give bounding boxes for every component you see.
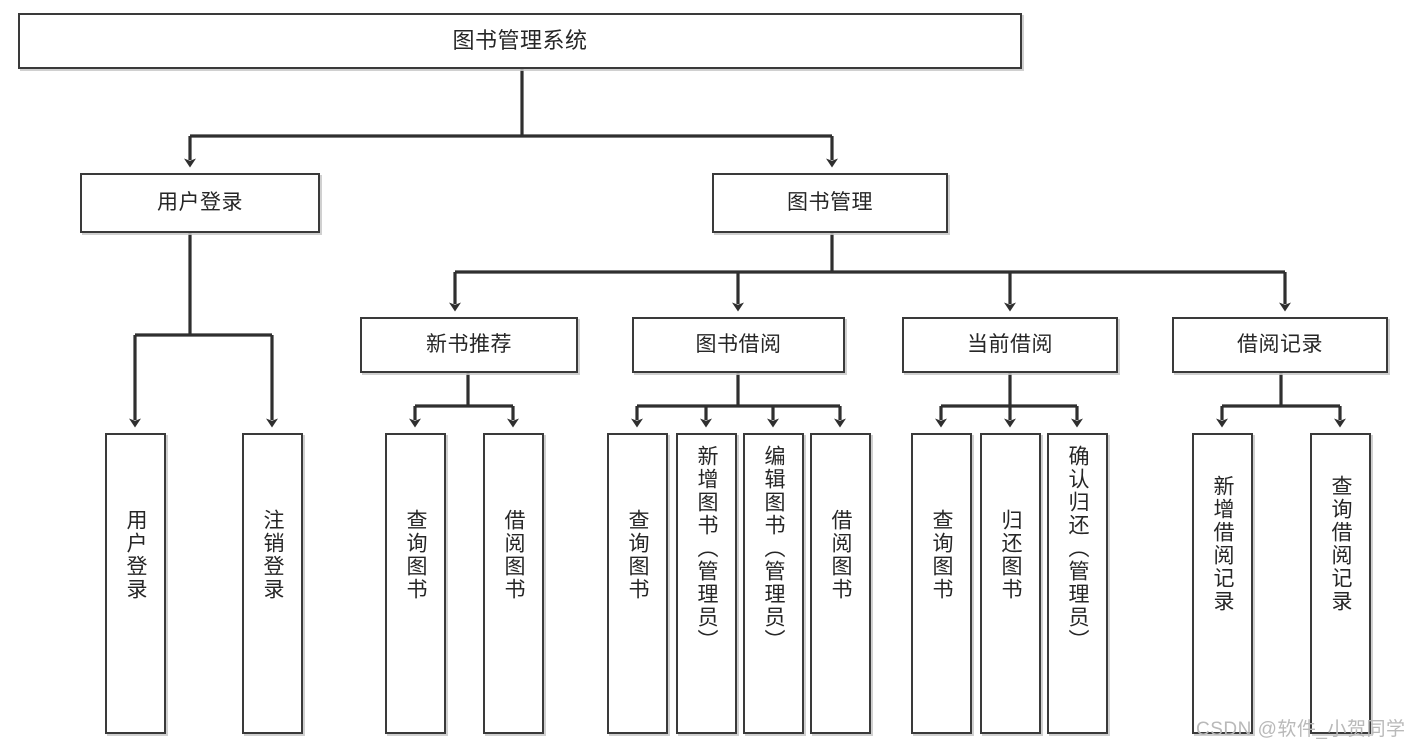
node-leaf-query-book-rec[interactable]: 查询图书 bbox=[385, 433, 446, 734]
node-leaf-borrow-book-label: 借阅图书 bbox=[829, 509, 852, 601]
node-leaf-user-login[interactable]: 用户登录 bbox=[105, 433, 166, 734]
node-borrow-record-label: 借阅记录 bbox=[1237, 333, 1323, 357]
node-leaf-add-record-label: 新增借阅记录 bbox=[1211, 475, 1234, 613]
node-leaf-query-book-current-label: 查询图书 bbox=[930, 509, 953, 601]
node-leaf-edit-book-label: 编辑图书（管理员） bbox=[762, 445, 785, 652]
node-new-book-recommend[interactable]: 新书推荐 bbox=[360, 317, 578, 373]
node-leaf-add-book[interactable]: 新增图书（管理员） bbox=[676, 433, 737, 734]
node-leaf-confirm-return-label: 确认归还（管理员） bbox=[1066, 445, 1089, 652]
node-root[interactable]: 图书管理系统 bbox=[18, 13, 1022, 69]
node-book-borrow-label: 图书借阅 bbox=[695, 333, 782, 357]
node-leaf-query-book-current[interactable]: 查询图书 bbox=[911, 433, 972, 734]
node-leaf-return-book[interactable]: 归还图书 bbox=[980, 433, 1041, 734]
node-leaf-user-logout-label: 注销登录 bbox=[261, 509, 284, 601]
node-book-borrow[interactable]: 图书借阅 bbox=[632, 317, 845, 373]
node-leaf-query-book-borrow[interactable]: 查询图书 bbox=[607, 433, 668, 734]
node-leaf-borrow-book[interactable]: 借阅图书 bbox=[810, 433, 871, 734]
node-leaf-add-book-label: 新增图书（管理员） bbox=[695, 445, 718, 652]
node-user-login-label: 用户登录 bbox=[157, 191, 243, 215]
node-leaf-edit-book[interactable]: 编辑图书（管理员） bbox=[743, 433, 804, 734]
node-leaf-return-book-label: 归还图书 bbox=[999, 509, 1022, 601]
node-leaf-query-book-borrow-label: 查询图书 bbox=[626, 509, 649, 601]
node-root-label: 图书管理系统 bbox=[452, 28, 588, 54]
node-leaf-user-login-label: 用户登录 bbox=[124, 509, 147, 601]
csdn-watermark: CSDN @软件_小贺同学 bbox=[1196, 719, 1405, 740]
node-leaf-query-book-rec-label: 查询图书 bbox=[404, 509, 427, 601]
node-leaf-borrow-book-rec[interactable]: 借阅图书 bbox=[483, 433, 544, 734]
node-leaf-confirm-return[interactable]: 确认归还（管理员） bbox=[1047, 433, 1108, 734]
node-borrow-record[interactable]: 借阅记录 bbox=[1172, 317, 1388, 373]
node-book-manage[interactable]: 图书管理 bbox=[712, 173, 948, 233]
node-leaf-borrow-book-rec-label: 借阅图书 bbox=[502, 509, 525, 601]
node-leaf-query-record[interactable]: 查询借阅记录 bbox=[1310, 433, 1371, 734]
node-new-book-recommend-label: 新书推荐 bbox=[426, 333, 512, 357]
node-leaf-user-logout[interactable]: 注销登录 bbox=[242, 433, 303, 734]
node-leaf-add-record[interactable]: 新增借阅记录 bbox=[1192, 433, 1253, 734]
node-current-borrow[interactable]: 当前借阅 bbox=[902, 317, 1118, 373]
node-current-borrow-label: 当前借阅 bbox=[967, 333, 1053, 357]
node-user-login[interactable]: 用户登录 bbox=[80, 173, 320, 233]
node-leaf-query-record-label: 查询借阅记录 bbox=[1329, 475, 1352, 613]
node-book-manage-label: 图书管理 bbox=[787, 191, 873, 215]
